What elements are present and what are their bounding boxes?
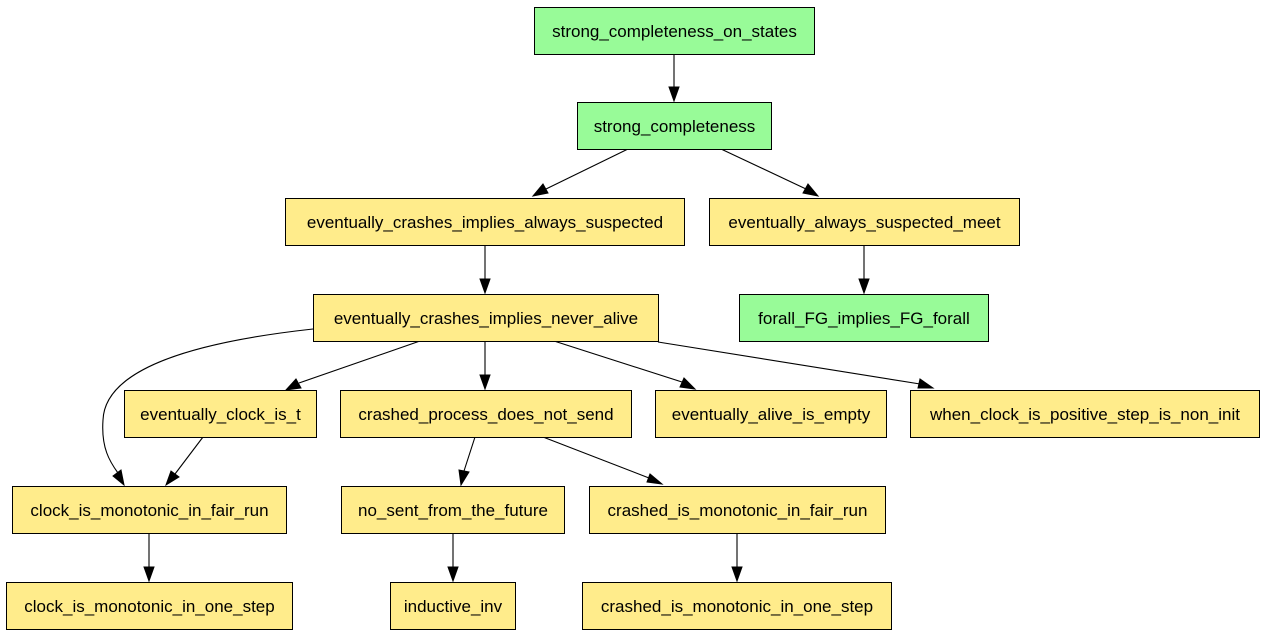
edge-line (553, 340, 683, 383)
node-box[interactable] (910, 390, 1260, 438)
arrowhead (112, 469, 125, 487)
edge-line (545, 148, 629, 190)
arrowhead (917, 378, 935, 389)
arrowhead (679, 377, 697, 390)
edge-line (542, 436, 650, 479)
node-label: inductive_inv (404, 597, 503, 616)
node-box[interactable] (534, 7, 815, 55)
node-label: eventually_alive_is_empty (672, 405, 871, 424)
edge-line (174, 436, 204, 475)
node-inductive-inv[interactable]: inductive_inv (390, 582, 516, 630)
edge-n1-n2 (668, 54, 680, 103)
node-when-clock-is-positive-step-is-non-init[interactable]: when_clock_is_positive_step_is_non_init (910, 390, 1260, 438)
edge-n3-n5 (479, 245, 491, 295)
edge-n8-n12 (458, 436, 476, 487)
node-box[interactable] (739, 294, 989, 342)
arrowhead (143, 566, 155, 583)
arrowhead (447, 566, 459, 583)
node-eventually-always-suspected-meet[interactable]: eventually_always_suspected_meet (709, 198, 1020, 246)
node-no-sent-from-the-future[interactable]: no_sent_from_the_future (341, 486, 565, 534)
node-box[interactable] (577, 102, 772, 150)
node-label: when_clock_is_positive_step_is_non_init (929, 405, 1240, 424)
node-label: no_sent_from_the_future (358, 501, 548, 520)
edge-n8-n13 (542, 436, 664, 485)
edge-n7-n11 (165, 436, 204, 487)
edge-line (720, 148, 807, 190)
node-box[interactable] (589, 486, 886, 534)
node-box[interactable] (12, 486, 287, 534)
edge-line (657, 341, 921, 385)
nodes-layer: strong_completeness_on_states strong_comp… (6, 7, 1260, 630)
arrowhead (646, 473, 664, 485)
edge-n13-n16 (731, 533, 743, 583)
node-strong-completeness-on-states[interactable]: strong_completeness_on_states (534, 7, 815, 55)
node-label: forall_FG_implies_FG_forall (758, 309, 970, 328)
node-box[interactable] (709, 198, 1020, 246)
arrowhead (458, 469, 470, 487)
edge-n11-n14 (143, 533, 155, 583)
arrowhead (479, 374, 491, 391)
node-eventually-alive-is-empty[interactable]: eventually_alive_is_empty (655, 390, 887, 438)
node-box[interactable] (313, 294, 659, 342)
node-box[interactable] (340, 390, 632, 438)
node-box[interactable] (124, 390, 317, 438)
edge-n5-n11 (102, 328, 314, 487)
edges-layer (102, 54, 935, 583)
arrowhead (668, 86, 680, 103)
edge-n5-n7 (284, 340, 421, 391)
edge-n2-n3 (531, 148, 629, 197)
node-label: eventually_crashes_implies_never_alive (334, 309, 638, 328)
arrowhead (479, 278, 491, 295)
arrowhead (284, 378, 302, 391)
edge-n4-n6 (858, 245, 870, 295)
node-box[interactable] (285, 198, 685, 246)
edge-n5-n9 (553, 340, 697, 390)
edge-line (102, 328, 314, 474)
node-strong-completeness[interactable]: strong_completeness (577, 102, 772, 150)
node-label: crashed_process_does_not_send (358, 405, 613, 424)
node-box[interactable] (341, 486, 565, 534)
node-clock-is-monotonic-in-one-step[interactable]: clock_is_monotonic_in_one_step (6, 582, 293, 630)
edge-line (298, 340, 421, 384)
node-label: strong_completeness_on_states (552, 22, 797, 41)
edge-n2-n4 (720, 148, 820, 197)
node-clock-is-monotonic-in-fair-run[interactable]: clock_is_monotonic_in_fair_run (12, 486, 287, 534)
arrowhead (531, 183, 549, 197)
node-label: eventually_crashes_implies_always_suspec… (307, 213, 663, 232)
arrowhead (858, 278, 870, 295)
node-eventually-clock-is-t[interactable]: eventually_clock_is_t (124, 390, 317, 438)
node-crashed-is-monotonic-in-fair-run[interactable]: crashed_is_monotonic_in_fair_run (589, 486, 886, 534)
edge-line (463, 436, 476, 472)
arrowhead (802, 183, 820, 197)
node-label: eventually_always_suspected_meet (728, 213, 1000, 232)
node-label: strong_completeness (594, 117, 756, 136)
node-label: clock_is_monotonic_in_one_step (24, 597, 274, 616)
node-box[interactable] (390, 582, 516, 630)
edge-n5-n10 (657, 341, 935, 389)
edge-n5-n8 (479, 341, 491, 391)
node-label: clock_is_monotonic_in_fair_run (30, 501, 268, 520)
node-label: crashed_is_monotonic_in_fair_run (608, 501, 868, 520)
node-label: eventually_clock_is_t (140, 405, 301, 424)
arrowhead (731, 566, 743, 583)
node-box[interactable] (6, 582, 293, 630)
node-label: crashed_is_monotonic_in_one_step (601, 597, 873, 616)
node-eventually-crashes-implies-never-alive[interactable]: eventually_crashes_implies_never_alive (313, 294, 659, 342)
node-forall-FG-implies-FG-forall[interactable]: forall_FG_implies_FG_forall (739, 294, 989, 342)
arrowhead (165, 470, 180, 487)
edge-n12-n15 (447, 533, 459, 583)
node-box[interactable] (655, 390, 887, 438)
node-box[interactable] (582, 582, 892, 630)
node-crashed-process-does-not-send[interactable]: crashed_process_does_not_send (340, 390, 632, 438)
node-eventually-crashes-implies-always-suspected[interactable]: eventually_crashes_implies_always_suspec… (285, 198, 685, 246)
node-crashed-is-monotonic-in-one-step[interactable]: crashed_is_monotonic_in_one_step (582, 582, 892, 630)
